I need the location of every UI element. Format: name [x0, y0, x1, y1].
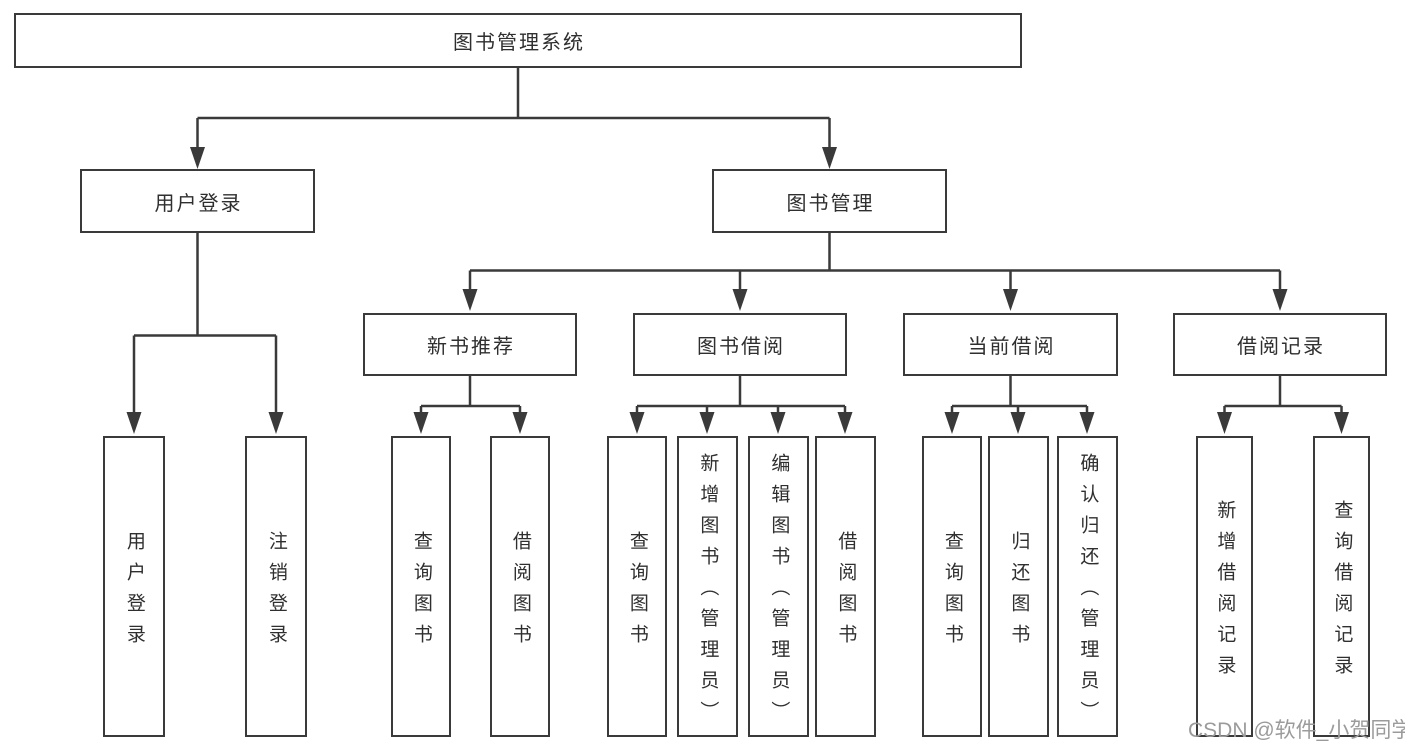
node-book-management: 图书管理	[712, 169, 947, 233]
node-leaf-add-borrow-record: 新增借阅记录	[1196, 436, 1253, 737]
node-root: 图书管理系统	[14, 13, 1022, 68]
leaf-label: 编辑图书（管理员）	[768, 453, 790, 732]
leaf-label: 新增借阅记录	[1214, 499, 1236, 686]
node-borrow-record: 借阅记录	[1173, 313, 1387, 376]
node-new-book-recommend-label: 新书推荐	[427, 336, 515, 358]
node-current-borrow: 当前借阅	[903, 313, 1118, 376]
node-leaf-user-login: 用户登录	[103, 436, 165, 737]
node-book-borrow-label: 图书借阅	[697, 336, 785, 358]
node-book-borrow: 图书借阅	[633, 313, 847, 376]
node-leaf-borrow-book-1: 借阅图书	[490, 436, 550, 737]
node-leaf-add-book-admin: 新增图书（管理员）	[677, 436, 738, 737]
node-new-book-recommend: 新书推荐	[363, 313, 577, 376]
node-user-login: 用户登录	[80, 169, 315, 233]
leaf-label: 查询借阅记录	[1331, 499, 1353, 686]
leaf-label: 借阅图书	[509, 530, 531, 655]
leaf-label: 借阅图书	[835, 530, 857, 655]
leaf-label: 归还图书	[1008, 530, 1030, 655]
leaf-label: 注销登录	[265, 530, 287, 655]
node-book-management-label: 图书管理	[786, 192, 875, 215]
node-leaf-confirm-return-admin: 确认归还（管理员）	[1057, 436, 1118, 737]
arrowhead-group	[126, 147, 1349, 434]
node-leaf-query-borrow-record: 查询借阅记录	[1313, 436, 1370, 737]
node-leaf-return-book: 归还图书	[988, 436, 1049, 737]
node-leaf-query-book-2: 查询图书	[607, 436, 667, 737]
leaf-label: 查询图书	[941, 530, 963, 655]
leaf-label: 用户登录	[123, 530, 145, 655]
node-current-borrow-label: 当前借阅	[967, 336, 1056, 358]
leaf-label: 确认归还（管理员）	[1077, 453, 1099, 732]
node-leaf-query-book-1: 查询图书	[391, 436, 451, 737]
node-root-label: 图书管理系统	[453, 32, 585, 54]
leaf-label: 新增图书（管理员）	[697, 453, 719, 732]
node-leaf-logout: 注销登录	[245, 436, 307, 737]
node-user-login-label: 用户登录	[154, 192, 243, 215]
leaf-label: 查询图书	[410, 530, 432, 655]
node-leaf-edit-book-admin: 编辑图书（管理员）	[748, 436, 809, 737]
node-leaf-borrow-book-2: 借阅图书	[815, 436, 876, 737]
node-borrow-record-label: 借阅记录	[1237, 336, 1325, 358]
leaf-label: 查询图书	[626, 530, 648, 655]
node-leaf-query-book-3: 查询图书	[922, 436, 982, 737]
csdn-watermark: CSDN @软件_小贺同学	[1188, 719, 1405, 742]
